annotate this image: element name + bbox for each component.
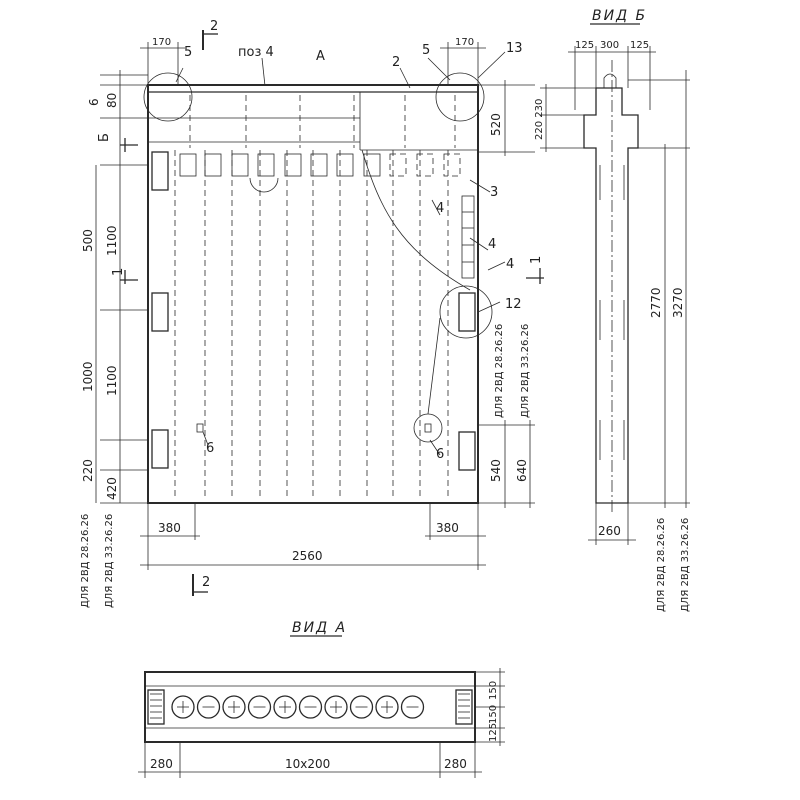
callout-2: 2 (392, 55, 400, 70)
dim-plan-10x200: 10х200 (285, 757, 330, 771)
view-a-title: ВИД А (292, 620, 347, 636)
mark-a: А (316, 49, 325, 64)
top-slots (179, 153, 461, 177)
plan-hollow-circle (171, 695, 195, 719)
side-view-b: ВИД Б 125 300 125 (534, 8, 691, 612)
side-profile (583, 87, 639, 504)
plan-hollows (171, 695, 425, 719)
callout-13: 13 (506, 41, 523, 56)
dim-right-540: 540 (489, 459, 503, 482)
detail-circle-bottom-right (413, 413, 443, 443)
callout-12: 12 (505, 297, 522, 312)
dim-top-right-170: 170 (455, 37, 474, 48)
section-mark-b: Б (97, 133, 138, 152)
dim-left-1100b: 1100 (105, 365, 119, 396)
section-mark-1-right: 1 (526, 256, 544, 284)
svg-text:Б: Б (97, 133, 112, 142)
plan-hollow-circle (273, 695, 297, 719)
dim-bottom-380-left: 380 (158, 521, 181, 535)
svg-text:2: 2 (210, 19, 218, 34)
dim-left-420: 420 (105, 477, 119, 500)
note-side-33: ДЛЯ 2ВД 33.26.26 (680, 518, 691, 612)
dim-side-300: 300 (600, 40, 619, 51)
callout-6-left: 6 (206, 441, 214, 456)
dim-side-2770: 2770 (649, 287, 663, 318)
detail-circle-top-right (435, 72, 485, 122)
dim-bottom-380-right: 380 (436, 521, 459, 535)
callout-3: 3 (490, 185, 498, 200)
hollow-channels (174, 95, 456, 500)
plan-hollow-circle (400, 695, 425, 719)
note-left-33: ДЛЯ 2ВД 33.26.26 (104, 514, 115, 608)
callout-6-right: 6 (436, 447, 444, 462)
dim-plan-280-left: 280 (150, 757, 173, 771)
dim-plan-125: 125 (488, 723, 499, 742)
dim-left-1000: 1000 (81, 361, 95, 392)
detail-circle-mid-right (439, 285, 493, 339)
dim-left-220: 220 (81, 459, 95, 482)
plan-hollow-circle (247, 695, 272, 719)
plan-hollow-circle (196, 695, 221, 719)
dim-left-500: 500 (81, 229, 95, 252)
cutaway-curve (361, 149, 471, 291)
plan-hollow-circle (375, 695, 399, 719)
dim-side-125-left: 125 (575, 40, 594, 51)
dim-side-260: 260 (598, 524, 621, 538)
note-left-28: ДЛЯ 2ВД 28.26.26 (80, 514, 91, 608)
dim-bottom-2560: 2560 (292, 549, 323, 563)
dim-left-80: 80 (105, 93, 119, 108)
callout-5-right: 5 (422, 43, 430, 58)
section-mark-2-top: 2 (202, 19, 218, 50)
dim-plan-280-right: 280 (444, 757, 467, 771)
section-mark-2-bottom: 2 (192, 574, 210, 596)
section-mark-1-left: 1 (111, 268, 138, 284)
note-right-33: ДЛЯ 2ВД 33.26.26 (520, 324, 531, 418)
dim-top-left-170: 170 (152, 37, 171, 48)
right-pockets (458, 195, 476, 471)
plan-hollow-circle (349, 695, 374, 719)
callout-4a: 4 (436, 201, 444, 216)
dim-side-3270: 3270 (671, 287, 685, 318)
dim-side-125-right: 125 (630, 40, 649, 51)
svg-text:1: 1 (529, 256, 544, 264)
left-pockets (151, 151, 169, 469)
plan-hollow-circle (324, 695, 348, 719)
dim-plan-150-bottom: 150 (488, 705, 499, 724)
dim-side-220-230: 220 230 (534, 99, 545, 140)
detail-circle-top-left (143, 72, 193, 122)
dim-right-520: 520 (489, 113, 503, 136)
panel-outline (147, 84, 479, 504)
plan-hollow-circle (298, 695, 323, 719)
callout-4c: 4 (506, 257, 514, 272)
view-b-title: ВИД Б (592, 8, 647, 24)
callout-4b: 4 (488, 237, 496, 252)
callout-pos4: поз 4 (238, 45, 274, 60)
note-side-28: ДЛЯ 2ВД 28.26.26 (656, 518, 667, 612)
front-view: 5 поз 4 А 2 5 13 3 4 4 4 12 6 6 2 2 Б (80, 19, 544, 608)
plan-view-a: ВИД А 280 1 (138, 620, 505, 778)
dim-left-6: 6 (87, 98, 101, 106)
dim-left-1100a: 1100 (105, 225, 119, 256)
svg-text:1: 1 (111, 268, 126, 276)
callout-5-left: 5 (184, 45, 192, 60)
note-right-28: ДЛЯ 2ВД 28.26.26 (494, 324, 505, 418)
svg-text:2: 2 (202, 575, 210, 590)
dim-right-640: 640 (515, 459, 529, 482)
dim-plan-150-top: 150 (488, 681, 499, 700)
plan-hollow-circle (222, 695, 246, 719)
